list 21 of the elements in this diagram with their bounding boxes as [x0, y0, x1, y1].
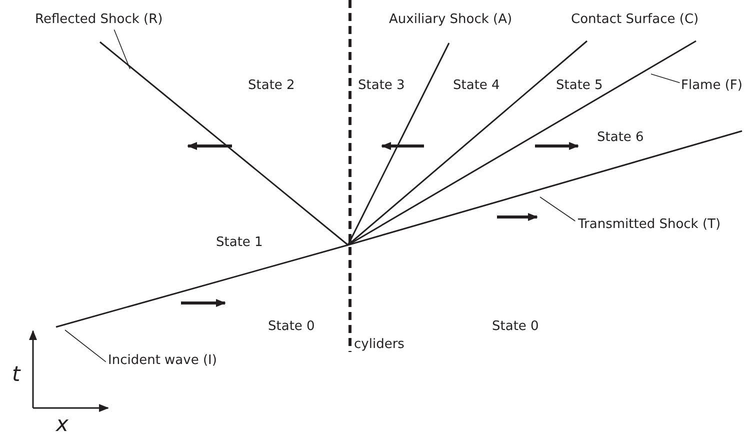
state-label: State 4 [453, 78, 500, 94]
state-label: State 0 [492, 319, 539, 335]
leader-line [64, 330, 106, 362]
wave-label: Auxiliary Shock (A) [389, 12, 512, 28]
wave-label: Incident wave (I) [108, 353, 217, 369]
leader-line [114, 29, 130, 70]
wave-label: Contact Surface (C) [571, 12, 699, 28]
leader-line [540, 196, 576, 222]
state-label: State 2 [248, 78, 295, 94]
axis-label: t [12, 363, 20, 385]
state-label: State 0 [268, 319, 315, 335]
wave-label: Flame (F) [681, 78, 742, 94]
leader-line [650, 74, 680, 84]
state-label: State 6 [597, 130, 644, 146]
state-label: State 3 [358, 78, 405, 94]
state-label: State 1 [216, 235, 263, 251]
boundary-label: cyliders [354, 337, 404, 353]
state-label: State 5 [556, 78, 603, 94]
wave-label: Transmitted Shock (T) [578, 217, 721, 233]
wave-label: Reflected Shock (R) [35, 12, 163, 28]
axis-label: x [56, 413, 68, 435]
